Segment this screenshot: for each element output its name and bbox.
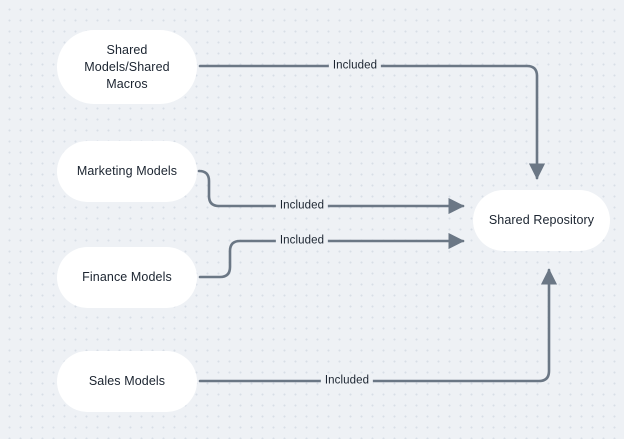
edge-label-finance-models: Included — [275, 233, 329, 249]
node-sales-models[interactable]: Sales Models — [57, 351, 197, 412]
node-label-line-3: Macros — [106, 76, 148, 91]
edge-path-finance-models — [198, 232, 465, 279]
node-label-line-2: Models/Shared — [84, 59, 170, 74]
node-finance-models-label: Finance Models — [82, 270, 172, 284]
edge-path-marketing-models — [197, 169, 465, 215]
node-shared-repository-label: Shared Repository — [488, 213, 595, 227]
node-label-line-1: Shared — [106, 42, 148, 57]
edge-label-marketing-models: Included — [275, 198, 329, 214]
node-shared-models[interactable]: Shared Models/Shared Macros — [57, 30, 197, 104]
edge-label-sales-models: Included — [320, 373, 374, 389]
node-shared-models-label: Shared Models/Shared Macros — [84, 42, 169, 93]
node-marketing-models[interactable]: Marketing Models — [57, 141, 197, 202]
edge-path-sales-models — [198, 268, 558, 383]
node-finance-models[interactable]: Finance Models — [57, 247, 197, 308]
node-sales-models-label: Sales Models — [88, 374, 166, 388]
edge-label-shared-models: Included — [328, 58, 382, 74]
edge-path-shared-models — [198, 64, 546, 180]
node-shared-repository[interactable]: Shared Repository — [473, 190, 610, 251]
node-marketing-models-label: Marketing Models — [76, 164, 178, 178]
